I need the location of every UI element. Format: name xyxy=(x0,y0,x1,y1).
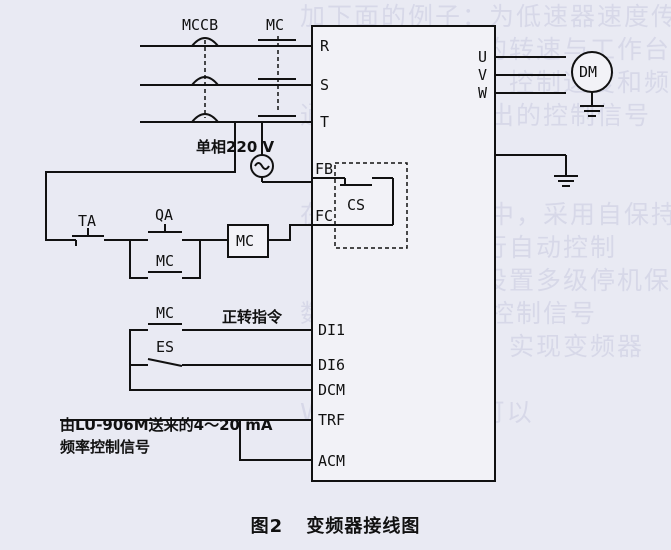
terminal-u: U xyxy=(478,48,487,66)
terminal-r: R xyxy=(320,37,330,55)
power-lines xyxy=(140,45,312,123)
cs-box xyxy=(334,162,408,249)
terminal-w: W xyxy=(478,84,488,102)
terminal-s: S xyxy=(320,76,329,94)
terminal-t: T xyxy=(320,113,329,131)
forward-cmd-label: 正转指令 xyxy=(222,308,283,326)
terminal-di6: DI6 xyxy=(318,356,345,374)
terminal-v: V xyxy=(478,66,487,84)
mc-hold-label: MC xyxy=(156,252,174,270)
qa-label: QA xyxy=(155,206,173,224)
motor-ground-icon xyxy=(580,92,604,117)
inverter-box xyxy=(311,25,496,482)
mc-main-label: MC xyxy=(266,16,284,34)
freq-signal-line2: 频率控制信号 xyxy=(60,438,150,456)
terminal-fb: FB xyxy=(315,160,333,178)
motor-lines xyxy=(495,56,566,94)
caption-title: 变频器接线图 xyxy=(306,516,421,537)
freq-signal-line1: 由LU-906M送来的4～20 mA xyxy=(60,416,273,434)
terminal-fc: FC xyxy=(315,207,333,225)
box-ground-icon xyxy=(495,154,578,187)
figure-caption: 图2 变频器接线图 xyxy=(0,512,671,538)
es-label: ES xyxy=(156,338,174,356)
caption-number: 图2 xyxy=(250,516,284,537)
qa-switch xyxy=(148,224,228,241)
ta-label: TA xyxy=(78,212,96,230)
cs-label: CS xyxy=(347,196,365,214)
terminal-trf: TRF xyxy=(318,411,345,429)
terminal-di1: DI1 xyxy=(318,321,345,339)
ta-switch xyxy=(72,228,148,246)
single-phase-label: 单相220 V xyxy=(196,138,275,156)
mc-coil xyxy=(227,224,269,258)
terminal-dcm: DCM xyxy=(318,381,345,399)
mc-di1-label: MC xyxy=(156,304,174,322)
mc-coil-label: MC xyxy=(236,232,254,250)
mccb-label: MCCB xyxy=(182,16,218,34)
terminal-acm: ACM xyxy=(318,452,345,470)
mc-main-contact xyxy=(258,36,296,117)
mccb-breaker xyxy=(191,37,219,123)
motor-label: DM xyxy=(579,63,597,81)
